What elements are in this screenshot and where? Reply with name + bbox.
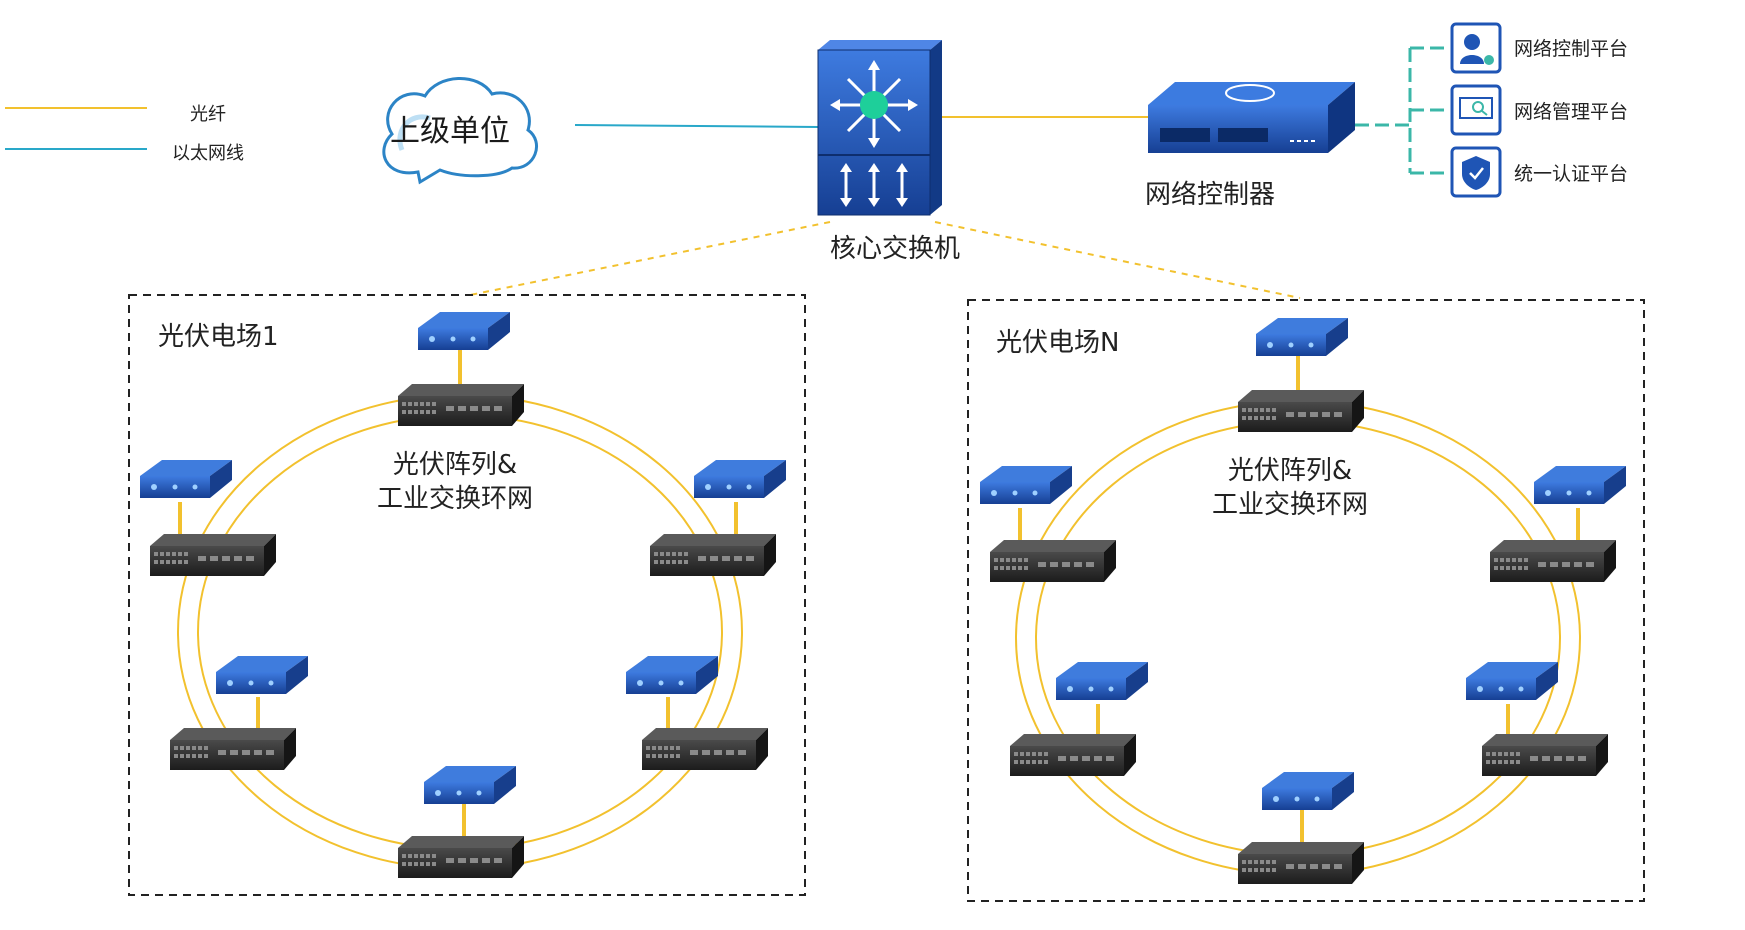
solar-device-icon — [1534, 466, 1626, 504]
controller-label: 网络控制器 — [1145, 180, 1276, 210]
industrial-switch-icon — [398, 836, 524, 878]
field-1-box — [128, 294, 806, 896]
platform-label: 网络管理平台 — [1514, 101, 1629, 123]
core-to-field1-dashed-link — [469, 221, 831, 296]
ring-label-line: 光伏阵列& — [392, 450, 518, 480]
legend-ethernet-label: 以太网线 — [172, 143, 244, 164]
industrial-switch-icon — [1490, 540, 1616, 582]
solar-device-icon — [424, 766, 516, 804]
industrial-switch-icon — [990, 540, 1116, 582]
industrial-switch-icon — [1238, 390, 1364, 432]
solar-device-icon — [1262, 772, 1354, 810]
solar-device-icon — [140, 460, 232, 498]
field-N-box — [967, 299, 1645, 902]
industrial-switch-icon — [398, 384, 524, 426]
field-1-ring-label: 光伏阵列& 工业交换环网 — [355, 448, 555, 516]
shield-check-icon — [1450, 146, 1502, 198]
cloud-to-core-ethernet-link — [574, 124, 819, 128]
platform-link-tree — [1355, 46, 1448, 175]
ring-label-line: 工业交换环网 — [376, 484, 533, 514]
core-switch-icon — [817, 40, 942, 216]
solar-device-icon — [216, 656, 308, 694]
ring-label-line: 光伏阵列& — [1227, 456, 1353, 486]
monitor-search-icon — [1450, 84, 1502, 136]
industrial-switch-icon — [170, 728, 296, 770]
core-switch-label: 核心交换机 — [830, 234, 961, 264]
solar-device-icon — [1056, 662, 1148, 700]
solar-device-icon — [980, 466, 1072, 504]
platform-label: 统一认证平台 — [1514, 163, 1629, 185]
network-controller-icon — [1148, 82, 1355, 153]
field-N-title: 光伏电场N — [996, 328, 1120, 358]
industrial-switch-icon — [1010, 734, 1136, 776]
field-1-title: 光伏电场1 — [158, 322, 279, 352]
solar-device-icon — [1256, 318, 1348, 356]
legend-fiber-label: 光纤 — [190, 104, 226, 125]
solar-device-icon — [694, 460, 786, 498]
solar-device-icon — [1466, 662, 1558, 700]
industrial-switch-icon — [650, 534, 776, 576]
industrial-switch-icon — [642, 728, 768, 770]
solar-device-icon — [418, 312, 510, 350]
platform-label: 网络控制平台 — [1514, 38, 1629, 60]
cloud-label: 上级单位 — [390, 114, 510, 149]
core-to-fieldN-dashed-link — [934, 221, 1301, 299]
field-1-solar-links — [178, 350, 738, 836]
industrial-switch-icon — [150, 534, 276, 576]
industrial-switch-icon — [1238, 842, 1364, 884]
solar-device-icon — [626, 656, 718, 694]
field-N-solar-links — [1018, 356, 1580, 842]
industrial-switch-icon — [1482, 734, 1608, 776]
user-gear-icon — [1450, 22, 1502, 74]
cloud-icon — [382, 77, 539, 185]
field-N-ring-label: 光伏阵列& 工业交换环网 — [1190, 454, 1390, 522]
ring-label-line: 工业交换环网 — [1211, 490, 1368, 520]
